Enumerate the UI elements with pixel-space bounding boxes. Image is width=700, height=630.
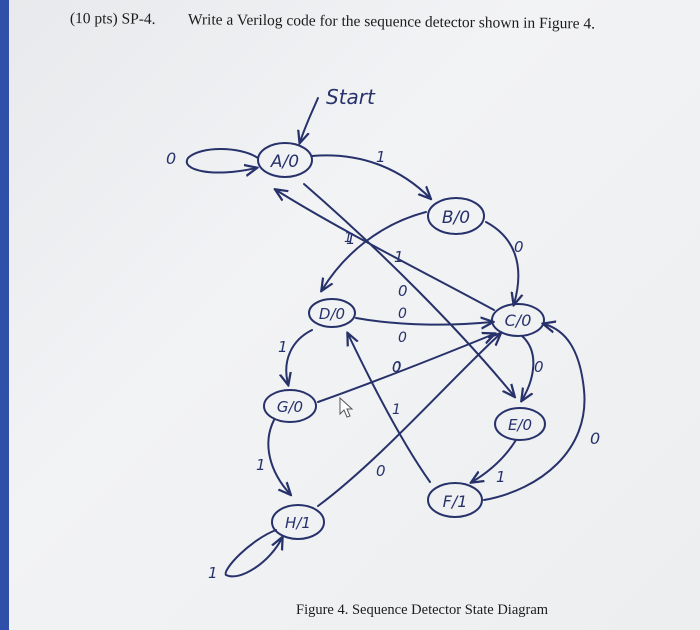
state-b: B/0 (427, 197, 485, 235)
edge-label-h-self: 1 (208, 564, 218, 582)
state-h: H/1 (271, 504, 325, 540)
state-f: F/1 (427, 482, 483, 518)
state-c-label: C/0 (505, 311, 532, 330)
state-g-label: G/0 (277, 398, 303, 416)
edge-label-g-h: 1 (256, 456, 266, 474)
edge-h-self (224, 529, 282, 578)
edge-label-b-c: 0 (514, 238, 524, 256)
edge-c-e (522, 335, 535, 400)
page-edge (0, 0, 9, 630)
edge-g-c (317, 334, 494, 403)
edge-label-e-f: 1 (496, 468, 506, 486)
edge-b-d (322, 211, 427, 290)
edge-label-misc-3: 0 (392, 360, 401, 376)
mouse-cursor-icon (339, 396, 354, 418)
edge-c-a (276, 190, 495, 311)
edge-label-c-e: 0 (534, 358, 544, 376)
state-a: A/0 (257, 142, 313, 178)
state-d: D/0 (308, 298, 356, 328)
edge-label-c-a: 1 (394, 248, 404, 266)
edge-label-h-c: 0 (376, 462, 386, 480)
state-c: C/0 (491, 303, 545, 337)
edge-label-b-d: 1 (346, 230, 356, 248)
edge-label-f-d: 0 (398, 330, 407, 346)
state-h-label: H/1 (285, 514, 311, 532)
edge-h-c (317, 334, 500, 507)
edge-e-f (472, 439, 517, 482)
edge-label-misc-5: 0 (398, 306, 407, 322)
edge-label-a-self: 0 (166, 149, 176, 168)
edge-g-h (267, 419, 290, 494)
edge-label-a-b: 1 (376, 148, 386, 166)
state-g: G/0 (263, 389, 317, 423)
edge-b-c (485, 221, 518, 304)
figure-caption: Figure 4. Sequence Detector State Diagra… (296, 602, 549, 618)
state-e: E/0 (494, 407, 546, 441)
edge-d-g (286, 329, 313, 384)
edge-label-misc-4: 1 (392, 402, 401, 418)
edge-label-d-c: 0 (398, 282, 408, 300)
edge-label-g-c: 0 (392, 358, 402, 376)
state-e-label: E/0 (508, 416, 532, 434)
edge-label-d-g: 1 (278, 338, 288, 356)
edge-a-b (311, 154, 430, 198)
state-d-label: D/0 (319, 305, 345, 323)
start-arrow (300, 97, 319, 142)
start-label: Start (326, 85, 376, 109)
edge-a-e (303, 183, 514, 396)
edge-d-c (355, 318, 492, 325)
state-b-label: B/0 (442, 208, 470, 228)
edge-label-misc-6: 1 (344, 231, 352, 246)
edge-f-d (348, 334, 431, 483)
edge-f-c (483, 324, 586, 501)
edge-label-f-c: 0 (590, 429, 600, 448)
edge-a-self (185, 148, 258, 173)
state-a-label: A/0 (270, 152, 299, 172)
state-f-label: F/1 (443, 492, 468, 511)
